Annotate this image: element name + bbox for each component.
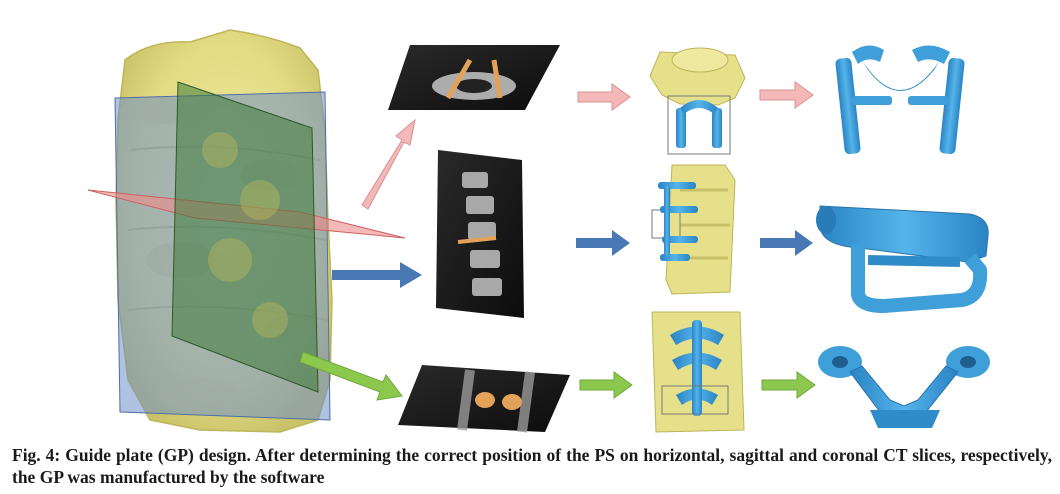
spine-with-gp-sagittal [652, 165, 735, 294]
figure-caption: Fig. 4: Guide plate (GP) design. After d… [12, 444, 1052, 488]
arrow-to-gp-sagittal [760, 230, 813, 256]
arrow-slice-to-spine-horizontal [578, 84, 630, 110]
guide-plate-coronal [818, 346, 990, 428]
guide-plate-design-figure [0, 0, 1060, 440]
guide-plate-sagittal [816, 206, 988, 306]
ct-horizontal-slice [388, 45, 560, 110]
ct-sagittal-slice [436, 150, 524, 318]
arrow-to-gp-coronal [762, 372, 815, 398]
arrow-slice-to-spine-sagittal [576, 230, 630, 256]
spine-with-gp-horizontal [650, 48, 745, 154]
guide-plate-horizontal [835, 45, 965, 154]
ct-coronal-slice [398, 365, 570, 432]
arrow-to-gp-horizontal [760, 82, 813, 108]
arrow-to-sagittal-slice [332, 262, 422, 288]
spine-with-gp-coronal [652, 312, 744, 432]
arrow-to-horizontal-slice [362, 120, 415, 209]
arrow-slice-to-spine-coronal [580, 372, 632, 398]
